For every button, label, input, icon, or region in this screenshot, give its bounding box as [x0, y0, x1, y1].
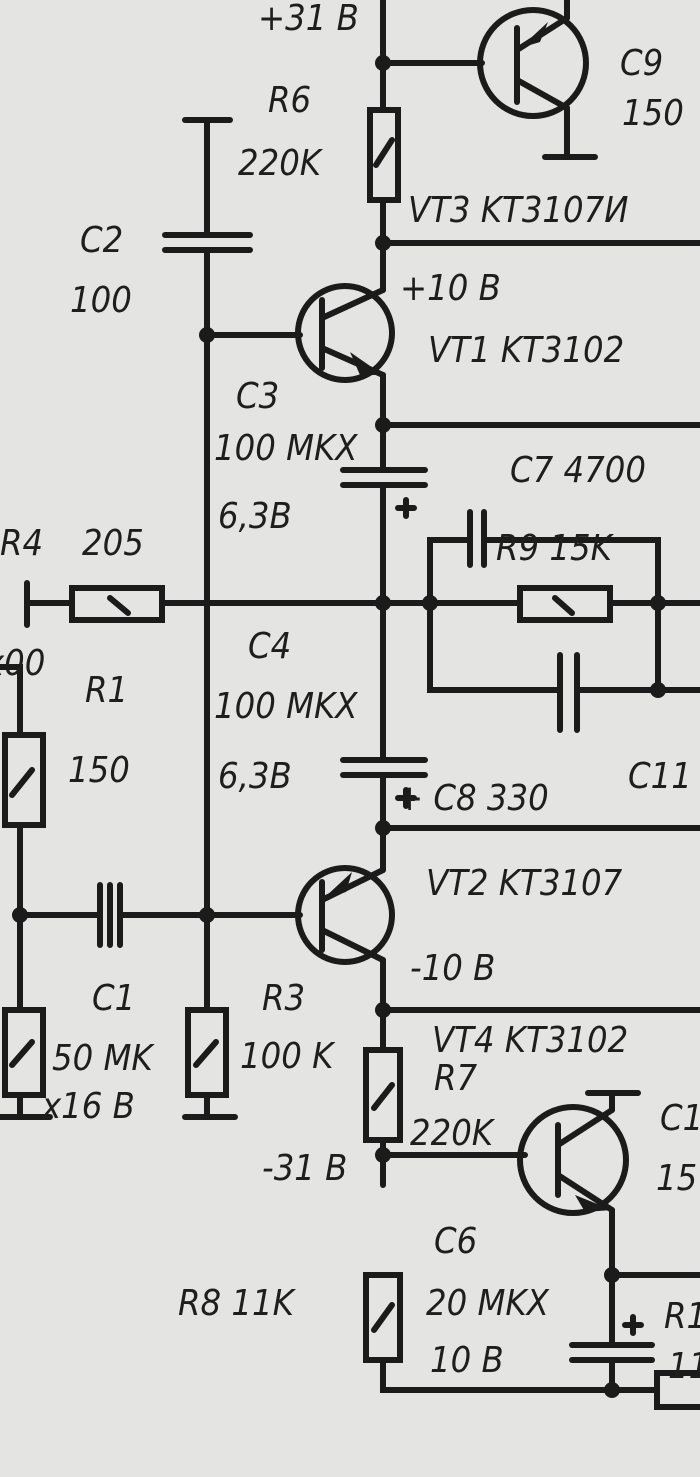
transistor-vt3: [477, 7, 589, 119]
label-r1-value: 150: [68, 750, 130, 791]
label-c9-value: 150: [622, 93, 684, 134]
label-c6-name: C6: [434, 1221, 477, 1262]
label-c4-name: C4: [248, 626, 291, 667]
label-c7: C7 4700: [510, 450, 646, 491]
resistor-bottom-right: [654, 1370, 700, 1410]
transistor-vt4: [517, 1104, 629, 1216]
junctions: [12, 55, 666, 1398]
label-r3-value: 100 K: [240, 1036, 336, 1077]
resistor-r3: [185, 1007, 229, 1098]
label-r1-name: R1: [85, 670, 128, 711]
label-c-partial-value: 15: [656, 1158, 697, 1199]
label-r4-value: 205: [82, 523, 144, 564]
label-c1-voltage: x16 В: [41, 1086, 135, 1127]
capacitor-c7: [467, 509, 487, 568]
label-c3-voltage: 6,3В: [218, 496, 292, 537]
resistor-r8: [363, 1272, 403, 1363]
label-vt4: VT4 KT3102: [432, 1020, 628, 1061]
label-c2-value: 100: [70, 280, 132, 321]
transistor-vt1: [295, 283, 395, 383]
label-r8: R8 11K: [178, 1283, 297, 1324]
label-c6-voltage: 10 В: [430, 1340, 504, 1381]
label-minus31v: -31 В: [262, 1148, 347, 1189]
label-c8: + C8 330: [396, 778, 549, 819]
resistor-r1: [2, 732, 46, 828]
label-c6-value: 20 MKX: [426, 1283, 550, 1324]
label-vt2: VT2 KT3107: [426, 863, 623, 904]
label-c1-name: C1: [92, 978, 135, 1019]
label-c3-name: C3: [236, 376, 279, 417]
label-plus31v: +31 В: [258, 0, 359, 39]
resistor-r4: [69, 585, 165, 623]
label-r7-value: 220K: [410, 1113, 496, 1154]
label-plus10v: +10 В: [400, 268, 501, 309]
resistor-r9: [517, 585, 613, 623]
label-r3-name: R3: [262, 978, 305, 1019]
label-c3-value: 100 MKX: [214, 428, 358, 469]
transistor-vt2: [295, 865, 395, 965]
resistor-left-bottom: [2, 1007, 46, 1098]
label-vt3: VT3 KT3107И: [408, 190, 628, 231]
label-c11: C11: [628, 756, 692, 797]
resistor-r7: [363, 1047, 403, 1143]
label-r-partial: R1: [664, 1296, 700, 1337]
label-x00: x00: [0, 643, 45, 684]
capacitor-c1: [97, 882, 123, 948]
resistor-r6: [367, 107, 401, 203]
label-r7-name: R7: [434, 1058, 478, 1099]
capacitor-c4: [340, 757, 428, 809]
label-c2-name: C2: [80, 220, 123, 261]
label-minus10v: -10 В: [410, 948, 495, 989]
capacitor-c11: [557, 652, 580, 733]
label-r9: R9 15K: [496, 528, 615, 569]
label-c4-value: 100 MKX: [214, 686, 358, 727]
label-r-partial-value: 11: [668, 1346, 700, 1387]
capacitor-c2: [162, 232, 253, 253]
label-r6-name: R6: [268, 80, 311, 121]
label-vt1: VT1 KT3102: [428, 330, 624, 371]
capacitor-c3: [340, 467, 428, 519]
label-c9-name: C9: [620, 43, 663, 84]
capacitor-c6: [569, 1314, 655, 1363]
label-c1-value: 50 MK: [52, 1038, 155, 1079]
label-c-partial: C1: [660, 1098, 700, 1139]
label-r6-value: 220K: [238, 143, 324, 184]
label-r4-name: R4: [0, 523, 43, 564]
label-c4-voltage: 6,3В: [218, 756, 292, 797]
